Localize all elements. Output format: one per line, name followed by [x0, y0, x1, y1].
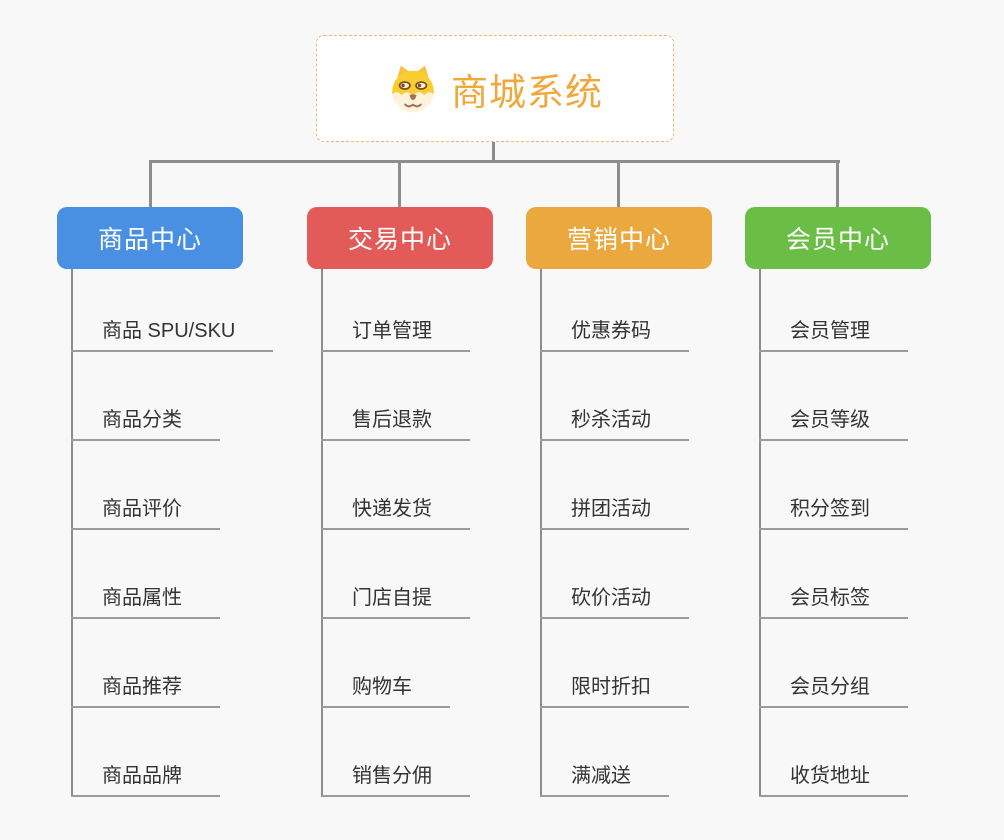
leaf-node[interactable]: 订单管理	[321, 312, 470, 352]
leaf-node[interactable]: 收货地址	[759, 757, 908, 797]
leaf-node[interactable]: 会员标签	[759, 579, 908, 619]
leaf-node[interactable]: 售后退款	[321, 401, 470, 441]
branch-node-product-center[interactable]: 商品中心	[57, 207, 243, 269]
leaf-node[interactable]: 限时折扣	[540, 668, 689, 708]
branch-spine	[540, 269, 542, 797]
branch-spine	[71, 269, 73, 797]
leaf-node[interactable]: 优惠券码	[540, 312, 689, 352]
branch-spine	[759, 269, 761, 797]
connector-drop-marketing-center	[617, 160, 620, 207]
dog-face-icon	[392, 65, 434, 112]
leaf-node[interactable]: 商品推荐	[71, 668, 220, 708]
connector-root-drop	[492, 142, 495, 161]
connector-drop-trade-center	[398, 160, 401, 207]
leaf-node[interactable]: 商品品牌	[71, 757, 220, 797]
leaf-node[interactable]: 秒杀活动	[540, 401, 689, 441]
leaf-node[interactable]: 商品 SPU/SKU	[71, 312, 274, 352]
branch-column-product-center: 商品中心 商品 SPU/SKU 商品分类 商品评价 商品属性 商品推荐 商品品牌	[57, 207, 307, 817]
branch-node-member-center[interactable]: 会员中心	[745, 207, 931, 269]
leaf-node[interactable]: 满减送	[540, 757, 669, 797]
leaf-node[interactable]: 门店自提	[321, 579, 470, 619]
leaf-node[interactable]: 商品分类	[71, 401, 220, 441]
leaf-node[interactable]: 积分签到	[759, 490, 908, 530]
connector-drop-product-center	[149, 160, 152, 207]
leaf-node[interactable]: 购物车	[321, 668, 450, 708]
leaf-node[interactable]: 销售分佣	[321, 757, 470, 797]
leaf-node[interactable]: 商品属性	[71, 579, 220, 619]
leaf-node[interactable]: 快递发货	[321, 490, 470, 530]
root-node[interactable]: 商城系统	[316, 35, 674, 142]
leaf-node[interactable]: 商品评价	[71, 490, 220, 530]
branch-column-trade-center: 交易中心 订单管理 售后退款 快递发货 门店自提 购物车 销售分佣	[307, 207, 557, 817]
leaf-node[interactable]: 会员等级	[759, 401, 908, 441]
leaf-node[interactable]: 拼团活动	[540, 490, 689, 530]
leaf-node[interactable]: 会员管理	[759, 312, 908, 352]
leaf-node[interactable]: 会员分组	[759, 668, 908, 708]
branch-column-member-center: 会员中心 会员管理 会员等级 积分签到 会员标签 会员分组 收货地址	[745, 207, 995, 817]
branch-column-marketing-center: 营销中心 优惠券码 秒杀活动 拼团活动 砍价活动 限时折扣 满减送	[526, 207, 776, 817]
leaf-node[interactable]: 砍价活动	[540, 579, 689, 619]
branch-spine	[321, 269, 323, 797]
connector-trunk-horizontal	[149, 160, 840, 163]
branch-node-trade-center[interactable]: 交易中心	[307, 207, 493, 269]
branch-node-marketing-center[interactable]: 营销中心	[526, 207, 712, 269]
connector-drop-member-center	[836, 160, 839, 207]
root-title: 商城系统	[451, 71, 603, 113]
